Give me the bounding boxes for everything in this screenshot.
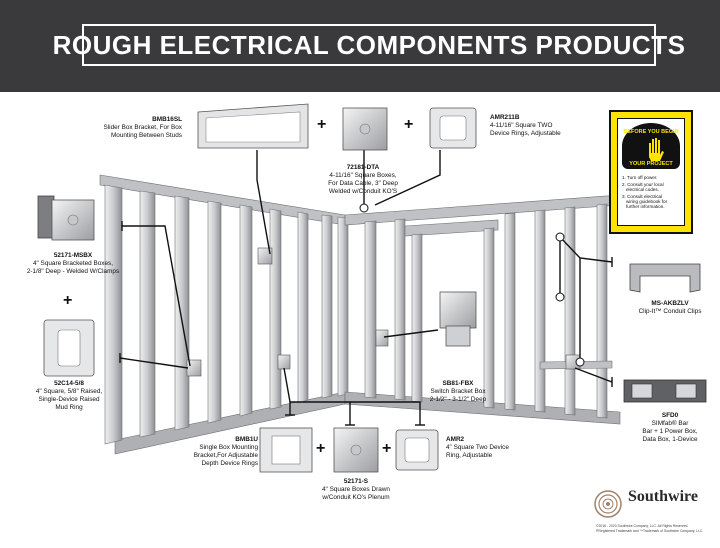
warning-item-3c: further information.	[626, 204, 665, 209]
page-title: ROUGH ELECTRICAL COMPONENTS PRODUCTS	[52, 29, 686, 60]
plus-sign: +	[317, 116, 327, 133]
warning-arc-bottom: YOUR PROJECT	[629, 161, 673, 167]
plus-sign: +	[316, 440, 326, 457]
copyright-line-1: ©2016 - 2020 Southwire Company, LLC. All…	[596, 524, 689, 528]
box-72181-image	[342, 107, 388, 151]
box-52171s-image	[333, 427, 379, 473]
warning-card-inner: BEFORE YOU BEGIN YOUR PROJECT 1. Turn of…	[617, 118, 685, 226]
leader-end-dots	[359, 203, 585, 367]
leader-end-ticks	[119, 221, 613, 426]
bracket-bmb16sl-image	[197, 103, 309, 149]
plus-sign: +	[63, 292, 73, 309]
header-bar: ROUGH ELECTRICAL COMPONENTS PRODUCTS	[0, 0, 720, 92]
southwire-logo-icon	[594, 490, 622, 518]
bracket-bmb1u-image	[259, 427, 313, 473]
ring-amr2-image	[395, 429, 439, 471]
left-wall-frame	[99, 174, 349, 455]
warning-item-3b: wiring guidebook for	[626, 199, 668, 204]
stop-hand-icon	[649, 138, 664, 161]
warning-item-3a: 3. Consult electrical	[622, 194, 663, 199]
ring-amr211b-image	[429, 107, 477, 149]
box-52171msbx-image	[37, 195, 95, 241]
warning-item-1: 1. Turn off power.	[622, 175, 658, 180]
warning-arc-top: BEFORE YOU BEGIN	[623, 129, 679, 135]
copyright-line-2: ®Registered Trademark and ™Trademark of …	[596, 529, 704, 533]
title-frame: ROUGH ELECTRICAL COMPONENTS PRODUCTS	[52, 24, 686, 66]
warning-item-2a: 2. Consult your local	[622, 182, 664, 187]
box-sb81-image	[439, 291, 477, 347]
ring-52c14-image	[43, 319, 95, 377]
bar-sfd0-image	[623, 379, 707, 403]
clip-msakbzlv-image	[629, 263, 701, 293]
mounted-boxes	[186, 247, 581, 377]
leader-lines	[119, 150, 613, 425]
brand-name: Southwire	[628, 488, 698, 505]
plus-sign: +	[404, 116, 414, 133]
warning-seal: BEFORE YOU BEGIN YOUR PROJECT	[622, 123, 680, 169]
right-wall-frame	[344, 194, 621, 425]
warning-item-2b: electrical codes.	[626, 187, 659, 192]
plus-sign: +	[382, 440, 392, 457]
safety-warning-card: BEFORE YOU BEGIN YOUR PROJECT 1. Turn of…	[609, 110, 693, 234]
